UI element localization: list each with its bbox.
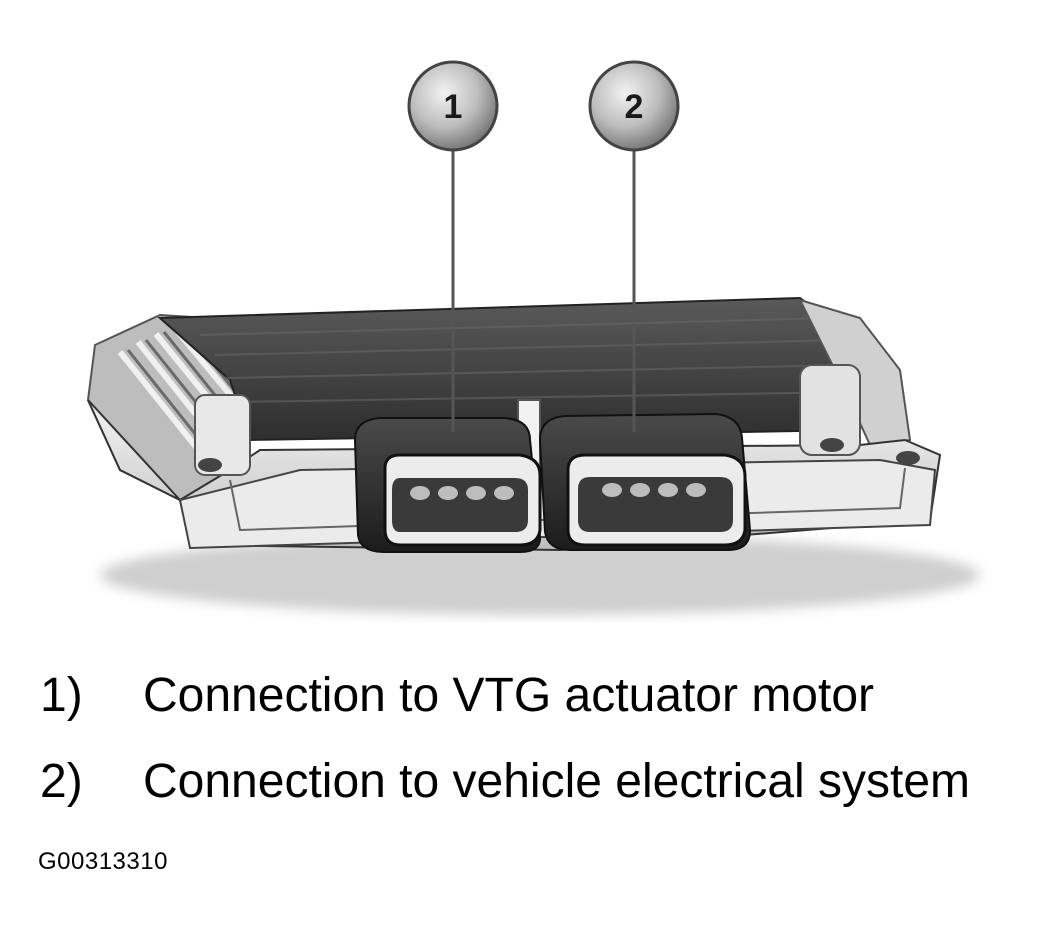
callout-1: 1 (407, 60, 499, 152)
legend-item-number: 1) (40, 669, 83, 722)
callout-2: 2 (588, 60, 680, 152)
legend-item-label: Connection to VTG actuator motor (143, 669, 875, 722)
connector-1 (353, 417, 542, 553)
legend-item-2: 2) Connection to vehicle electrical syst… (40, 754, 1030, 840)
legend-item-number: 2) (40, 755, 83, 808)
legend: 1) Connection to VTG actuator motor 2) C… (40, 668, 1030, 840)
connector-2 (538, 412, 752, 551)
callout-2-number: 2 (625, 88, 644, 126)
legend-item-label: Connection to vehicle electrical system (143, 755, 971, 808)
legend-item-1: 1) Connection to VTG actuator motor (40, 668, 1030, 754)
connector-1-pins (410, 486, 514, 500)
figure-id: G00313310 (38, 848, 168, 875)
callout-1-number: 1 (444, 88, 463, 126)
control-module-illustration: 1 2 (86, 60, 980, 615)
connector-2-pins (602, 483, 706, 497)
module-shadow (100, 535, 980, 615)
